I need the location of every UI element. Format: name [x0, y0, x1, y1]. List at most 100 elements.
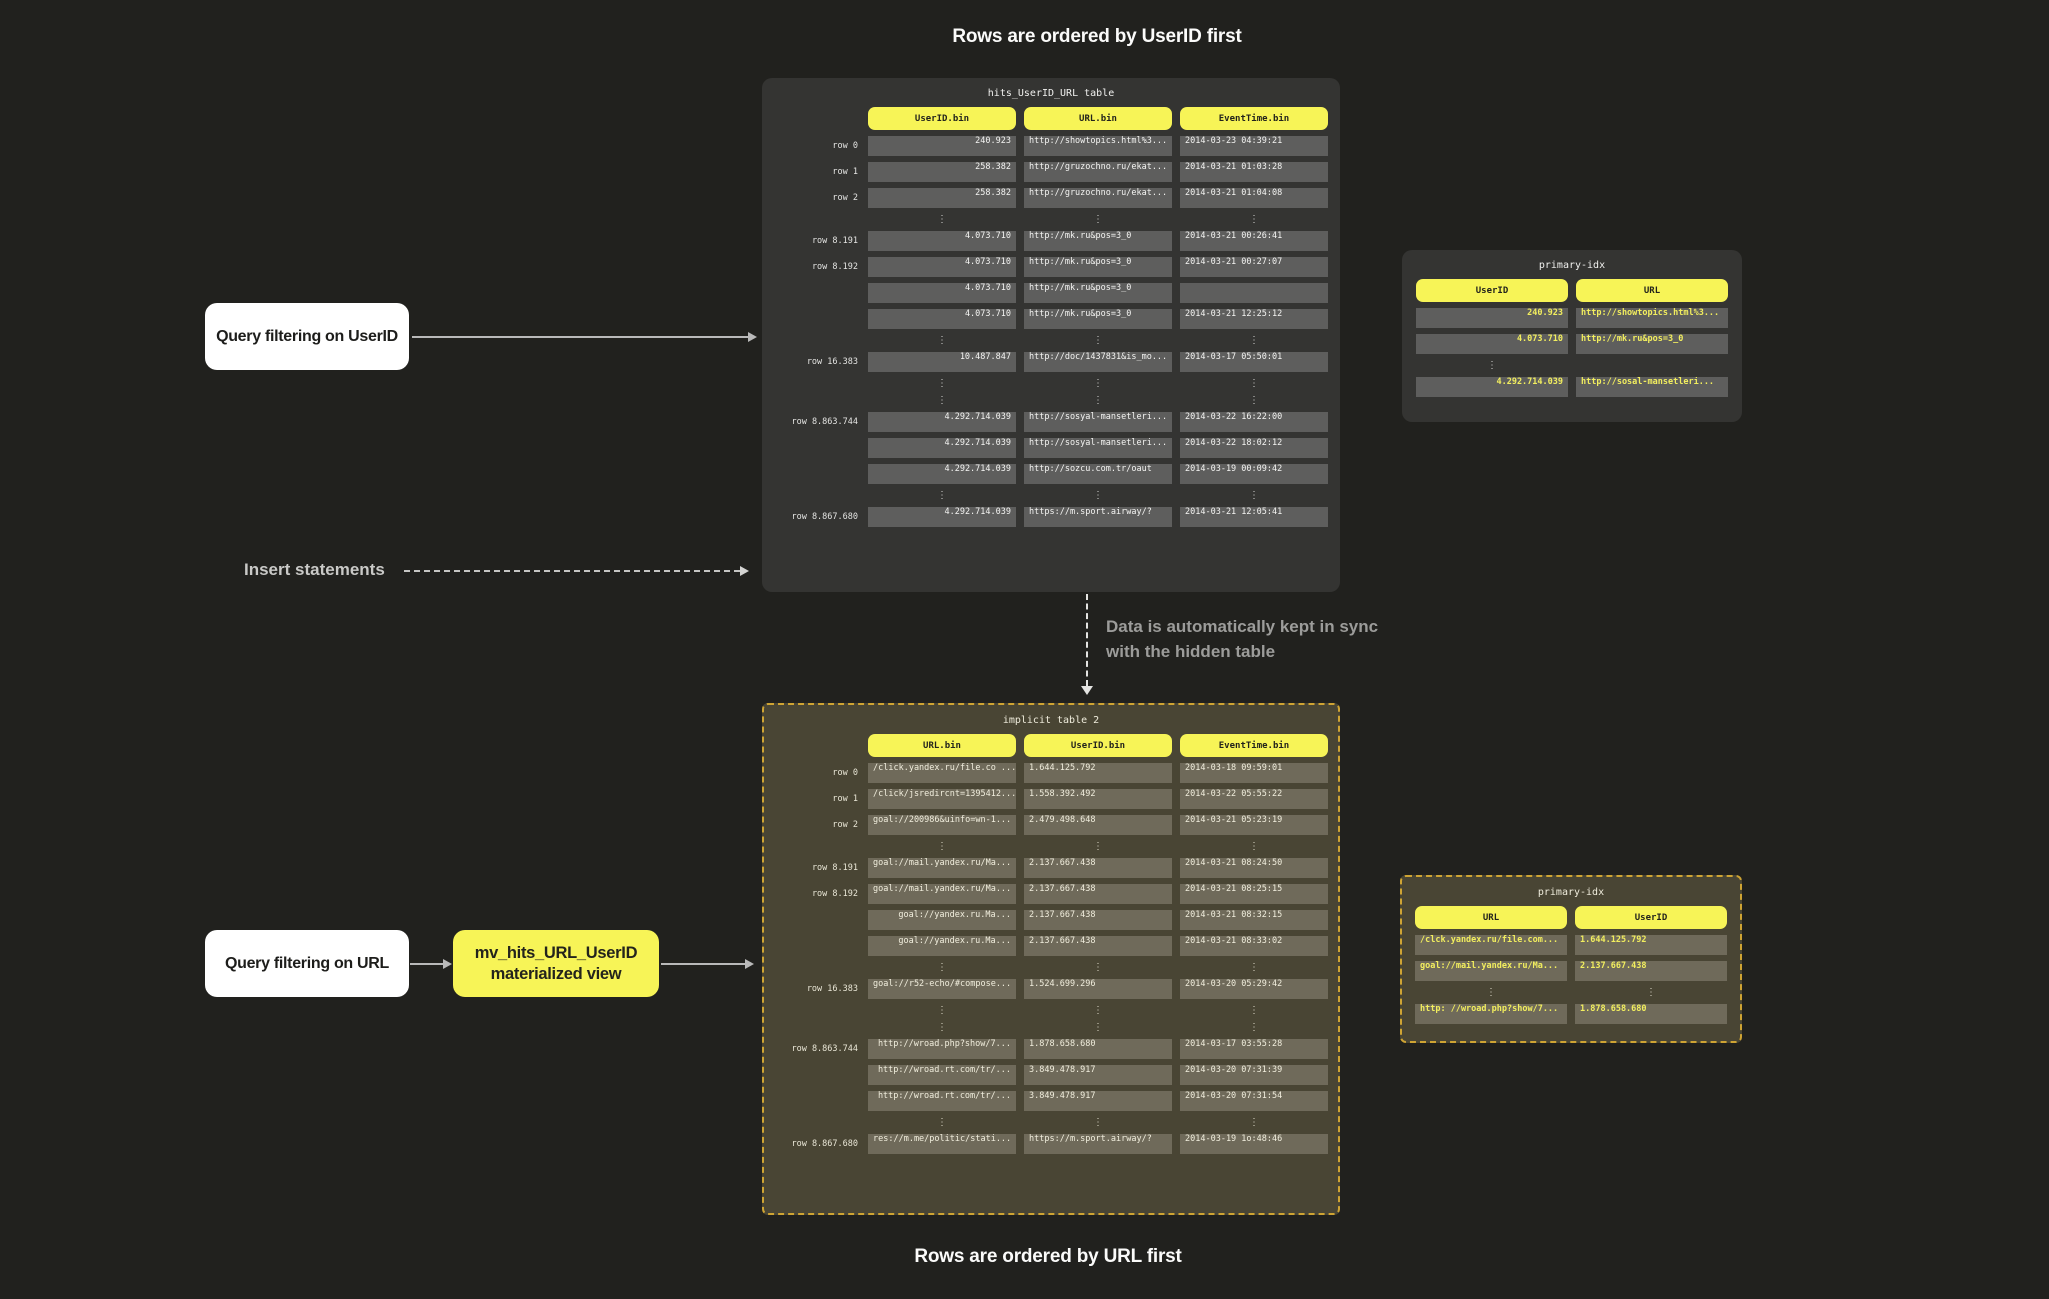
table-title: primary-idx: [1538, 260, 1606, 271]
row-label: row 8.863.744: [791, 1044, 858, 1054]
row-label: row 8.192: [811, 262, 858, 272]
table-cell: 2014-03-22 18:02:12: [1180, 438, 1328, 458]
row-label: [774, 335, 860, 346]
table-cell: 1.558.392.492: [1024, 789, 1172, 809]
table-cell: 4.292.714.039: [1416, 377, 1568, 397]
table-cell: 2014-03-18 09:59:01: [1180, 763, 1328, 783]
table-cell: goal://mail.yandex.ru/Ma...: [868, 858, 1016, 878]
arrow-sync-down: [1086, 594, 1088, 686]
table-cell: http://mk.ru&pos=3_0: [1024, 231, 1172, 251]
ellipsis: ⋮: [937, 395, 947, 406]
table-cell: goal://200986&uinfo=wn-1...: [868, 815, 1016, 835]
query-userid-box: Query filtering on UserID: [205, 303, 409, 370]
table-cell: 4.073.710: [868, 257, 1016, 277]
table-cell: 4.292.714.039: [868, 412, 1016, 432]
table-cell: 2014-03-21 12:25:12: [1180, 309, 1328, 329]
ellipsis: ⋮: [1646, 987, 1656, 998]
row-label: [774, 214, 860, 225]
table-cell: 2014-03-17 03:55:28: [1180, 1039, 1328, 1059]
table-cell: 4.292.714.039: [868, 464, 1016, 484]
query-url-box: Query filtering on URL: [205, 930, 409, 997]
table-cell: 240.923: [868, 136, 1016, 156]
table-cell: goal://r52-echo/#compose...: [868, 979, 1016, 999]
table-cell: http://sosyal-mansetleri...: [1024, 438, 1172, 458]
ellipsis: ⋮: [937, 962, 947, 973]
table-cell: 1.878.658.680: [1024, 1039, 1172, 1059]
column-header: URL.bin: [1024, 107, 1172, 130]
ellipsis: ⋮: [937, 1005, 947, 1016]
table-cell: /click/jsredircnt=1395412...: [868, 789, 1016, 809]
table-cell: 2014-03-21 08:25:15: [1180, 884, 1328, 904]
row-label: [774, 1091, 860, 1111]
query-userid-label: Query filtering on UserID: [216, 327, 398, 345]
table-cell: goal://yandex.ru.Ma...: [868, 910, 1016, 930]
row-label: [774, 1117, 860, 1128]
table-cell: https://m.sport.airway/?: [1024, 507, 1172, 527]
table-cell: https://m.sport.airway/?: [1024, 1134, 1172, 1154]
table-cell: http://doc/1437831&is_mo...: [1024, 352, 1172, 372]
sync-label-line2: with the hidden table: [1106, 642, 1276, 661]
table-cell: 258.382: [868, 162, 1016, 182]
ellipsis: ⋮: [1249, 378, 1259, 389]
row-label: [774, 438, 860, 458]
arrow-query-url: [410, 963, 443, 965]
table-cell: http://mk.ru&pos=3_0: [1576, 334, 1728, 354]
table-cell: 258.382: [868, 188, 1016, 208]
table-cell: 240.923: [1416, 308, 1568, 328]
ellipsis: ⋮: [1249, 395, 1259, 406]
row-label: [774, 490, 860, 501]
row-label: row 0: [832, 141, 858, 151]
table-cell: http://wroad.rt.com/tr/...: [868, 1065, 1016, 1085]
headline-bottom: Rows are ordered by URL first: [914, 1246, 1182, 1267]
arrowhead-right-icon: [748, 332, 757, 342]
table-cell: 2014-03-20 07:31:54: [1180, 1091, 1328, 1111]
row-label: [774, 378, 860, 389]
table-cell: 3.849.478.917: [1024, 1091, 1172, 1111]
table-cell: goal://mail.yandex.ru/Ma...: [1415, 961, 1567, 981]
table-cell: 1.644.125.792: [1575, 935, 1727, 955]
ellipsis: ⋮: [937, 841, 947, 852]
table-title: implicit table 2: [1002, 715, 1100, 726]
row-label: row 1: [832, 167, 858, 177]
table-cell: http://wroad.php?show/7...: [868, 1039, 1016, 1059]
ellipsis: ⋮: [1249, 214, 1259, 225]
row-label: row 8.192: [811, 889, 858, 899]
row-label: row 8.867.680: [791, 512, 858, 522]
row-label: [774, 1065, 860, 1085]
table-cell: http://sosal-mansetleri...: [1576, 377, 1728, 397]
ellipsis: ⋮: [1249, 490, 1259, 501]
row-label: [774, 309, 860, 329]
table-cell: 4.292.714.039: [868, 438, 1016, 458]
column-header: EventTime.bin: [1180, 734, 1328, 757]
table-cell: 4.292.714.039: [868, 507, 1016, 527]
ellipsis: [1576, 360, 1728, 371]
table-cell: 2014-03-21 01:04:08: [1180, 188, 1328, 208]
column-header: URL: [1415, 906, 1567, 929]
table-cell: 2014-03-22 05:55:22: [1180, 789, 1328, 809]
column-header: UserID: [1416, 279, 1568, 302]
table-cell: 2.137.667.438: [1575, 961, 1727, 981]
table-cell: http://gruzochno.ru/ekat...: [1024, 162, 1172, 182]
row-label: row 0: [832, 768, 858, 778]
table-cell: 2014-03-21 05:23:19: [1180, 815, 1328, 835]
arrowhead-right-icon: [745, 959, 754, 969]
ellipsis: ⋮: [1249, 962, 1259, 973]
ellipsis: ⋮: [1487, 360, 1497, 371]
row-label: row 1: [832, 794, 858, 804]
column-header: EventTime.bin: [1180, 107, 1328, 130]
row-label: [774, 910, 860, 930]
row-label: [774, 1005, 860, 1016]
header-corner: [774, 734, 860, 757]
table-cell: 2014-03-21 00:26:41: [1180, 231, 1328, 251]
table-title: hits_UserID_URL table: [987, 88, 1115, 99]
column-header: UserID.bin: [1024, 734, 1172, 757]
table-cell: goal://mail.yandex.ru/Ma...: [868, 884, 1016, 904]
table-cell: 1.644.125.792: [1024, 763, 1172, 783]
table-cell: http: //wroad.php?show/7...: [1415, 1004, 1567, 1024]
table-cell: 2014-03-21 00:27:07: [1180, 257, 1328, 277]
mv-box: mv_hits_URL_UserID materialized view: [453, 930, 659, 997]
table-cell: 2.137.667.438: [1024, 858, 1172, 878]
table-cell: 2014-03-21 08:32:15: [1180, 910, 1328, 930]
